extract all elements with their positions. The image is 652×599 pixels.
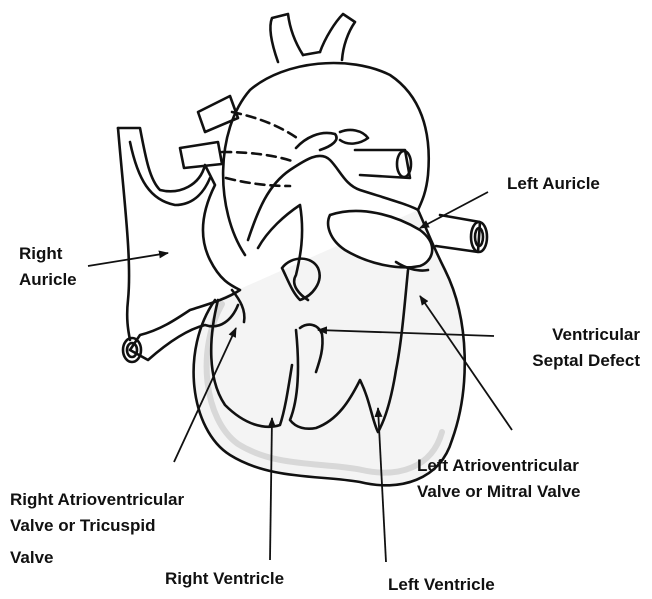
label-left-ventricle: Left Ventricle: [388, 572, 495, 598]
label-mitral-line-1: Left Atrioventricular: [417, 453, 580, 479]
label-right-auricle-line-2: Auricle: [19, 267, 77, 293]
aortic-branch-left: [270, 14, 303, 62]
label-tricuspid-line-2: Valve or Tricuspid: [10, 513, 184, 539]
upper-right-vessel: [355, 150, 410, 178]
label-right-auricle: Right Auricle: [19, 241, 77, 293]
dashed-vessel-1: [232, 112, 300, 140]
label-tricuspid-line-1: Right Atrioventricular: [10, 487, 184, 513]
label-ventricular-septal-defect: Ventricular Septal Defect: [532, 322, 640, 374]
label-tricuspid-line-3: Valve: [10, 545, 184, 571]
label-mitral-valve: Left Atrioventricular Valve or Mitral Va…: [417, 453, 580, 505]
upper-right-vessel-end: [397, 151, 411, 177]
aortic-branch-right: [320, 14, 355, 60]
right-auricle-left-wall: [118, 128, 130, 340]
label-mitral-line-2: Valve or Mitral Valve: [417, 479, 580, 505]
label-tricuspid-valve: Right Atrioventricular Valve or Tricuspi…: [10, 487, 184, 571]
upper-left-vessel-2: [180, 142, 222, 168]
label-vsd-line-1: Ventricular: [532, 322, 640, 348]
dashed-vessel-2: [222, 152, 295, 162]
label-left-auricle: Left Auricle: [507, 171, 600, 197]
right-auricle-inner: [130, 142, 210, 205]
aortic-branch-mid: [303, 52, 320, 55]
label-vsd-line-2: Septal Defect: [532, 348, 640, 374]
label-right-ventricle: Right Ventricle: [165, 566, 284, 592]
label-right-auricle-line-1: Right: [19, 241, 77, 267]
upper-left-vessel-1: [198, 96, 238, 132]
aorta-inner: [296, 133, 337, 150]
aorta-rim: [340, 130, 368, 144]
